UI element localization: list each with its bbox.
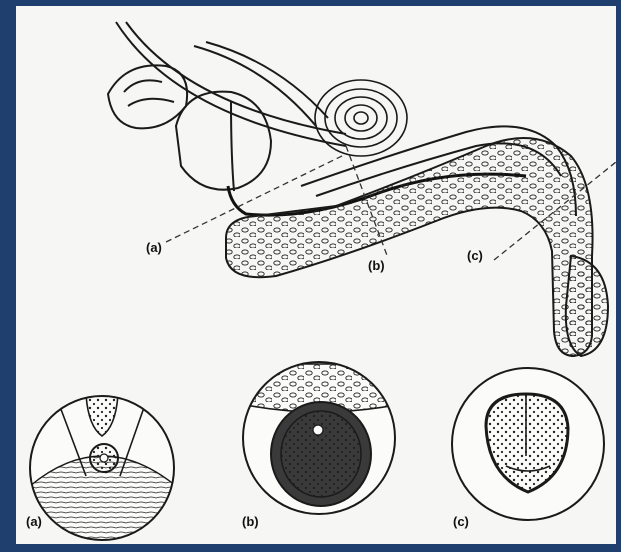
label-inset-b: (b) (242, 514, 259, 529)
inset-c (452, 368, 604, 520)
label-section-b: (b) (368, 258, 385, 273)
testis-spiral (315, 80, 407, 156)
inset-a (30, 380, 176, 544)
bladder (176, 92, 271, 191)
glans (566, 256, 608, 356)
label-inset-a: (a) (26, 514, 42, 529)
diagram-panel: (a) (b) (c) (a) (b) (c) (16, 6, 616, 544)
label-section-a: (a) (146, 240, 162, 255)
label-section-c: (c) (467, 248, 483, 263)
inset-b (241, 362, 401, 514)
penis-body (226, 126, 593, 356)
anatomy-diagram (16, 6, 616, 544)
rectum (108, 65, 187, 128)
label-inset-c: (c) (453, 514, 469, 529)
